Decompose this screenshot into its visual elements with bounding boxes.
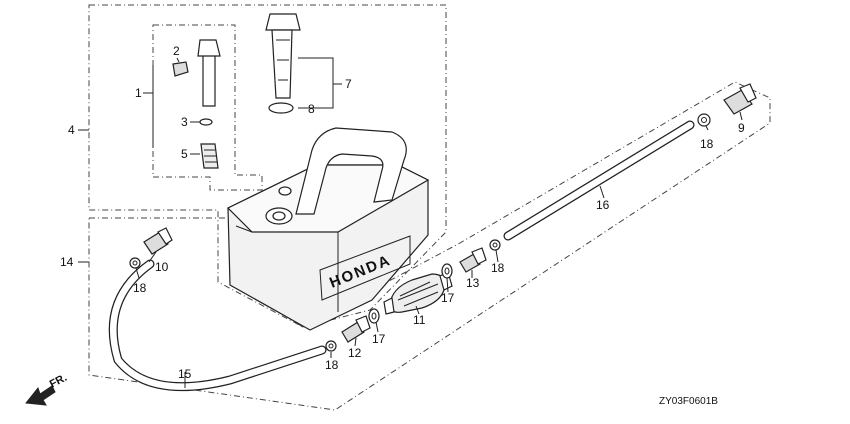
callout-7: 7: [345, 77, 352, 91]
callout-9: 9: [738, 121, 745, 135]
callout-12: 12: [348, 346, 362, 360]
cap-group-frame: [152, 24, 263, 191]
gauge-tube: [202, 53, 216, 107]
callout-18c: 18: [491, 261, 505, 275]
tank-joint-10: [143, 227, 173, 255]
clip-17b: [441, 263, 453, 279]
hose-clip-18a: [129, 257, 141, 269]
callout-5: 5: [181, 147, 188, 161]
callout-11: 11: [413, 313, 426, 327]
drawing-code: ZY03F0601B: [659, 396, 718, 407]
screw-part: [172, 61, 189, 77]
callout-16: 16: [596, 198, 610, 212]
joint-13: [459, 247, 487, 273]
washer-part: [199, 118, 213, 126]
callout-8: 8: [308, 102, 315, 116]
callout-18a: 18: [133, 281, 147, 295]
callout-14: 14: [60, 255, 74, 269]
callout-4: 4: [68, 123, 75, 137]
joint-12: [341, 315, 371, 343]
cap-gasket: [268, 102, 294, 114]
callout-3: 3: [181, 115, 188, 129]
fuel-cap-assembly: [265, 13, 301, 114]
callout-1: 1: [135, 86, 142, 100]
callout-15: 15: [178, 367, 192, 381]
hose-clip-18c: [489, 239, 501, 251]
callout-17b: 17: [441, 291, 455, 305]
front-arrow-icon: [25, 385, 56, 406]
leader-lines: [78, 57, 743, 388]
front-label: FR.: [48, 372, 69, 391]
callouts: 1 2 3 4 5 7 8 9 10 11 12 13 14 15 16 17 …: [60, 44, 745, 381]
tank-group-frame: [88, 4, 447, 328]
hose-clip-18d: [697, 113, 711, 127]
fuel-line-group-frame: [88, 81, 771, 411]
fuel-tank: HONDA: [226, 127, 430, 331]
callout-10: 10: [155, 260, 169, 274]
callout-17a: 17: [372, 332, 386, 346]
cap-assembly: [172, 39, 221, 169]
clip-17a: [368, 308, 380, 324]
callout-18d: 18: [700, 137, 714, 151]
engine-connector: [723, 83, 757, 115]
callout-13: 13: [466, 276, 480, 290]
callout-18b: 18: [325, 358, 339, 372]
hose-clip-18b: [325, 340, 337, 352]
front-direction-indicator: FR.: [25, 372, 69, 406]
callout-2: 2: [173, 44, 180, 58]
